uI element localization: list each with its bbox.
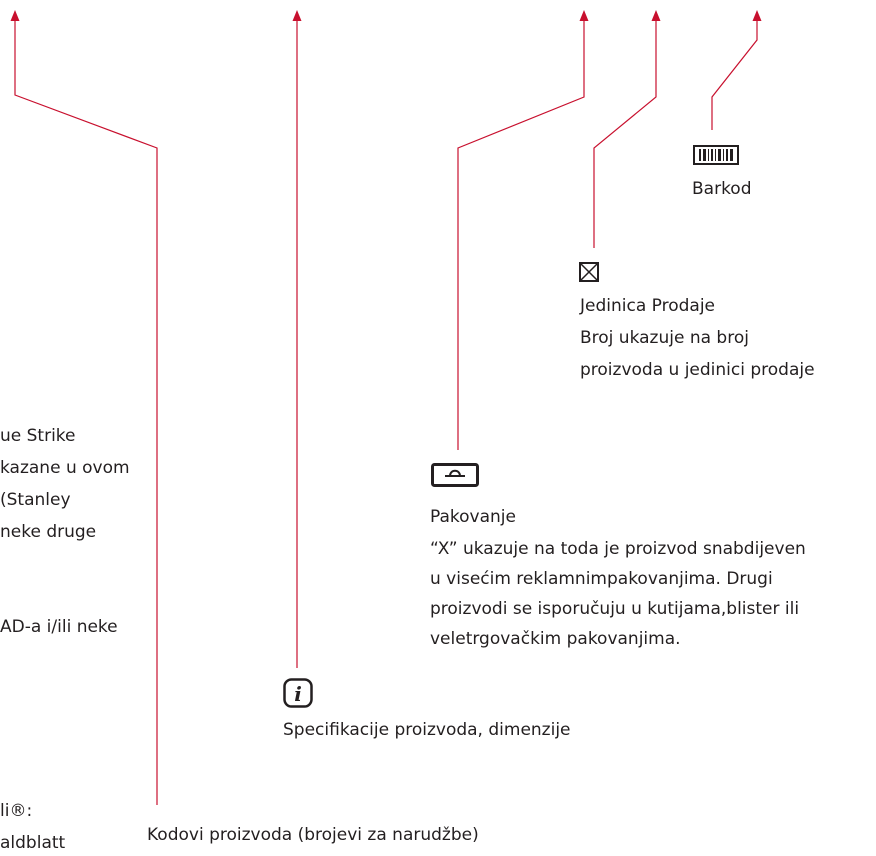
left-fragment-5: AD-a i/ili neke <box>0 617 118 637</box>
packaging-line-2: u visećim reklamnimpakovanjima. Drugi <box>430 569 773 589</box>
boxed-x-icon <box>579 262 599 282</box>
arrowhead-packaging <box>579 10 589 21</box>
packaging-line-1: “X” ukazuje na toda je proizvod snabdije… <box>430 539 806 559</box>
packaging-line-4: veletrgovačkim pakovanjima. <box>430 629 681 649</box>
codes-label: Kodovi proizvoda (brojevi za narudžbe) <box>147 825 479 845</box>
left-fragment-7: aldblatt <box>0 833 66 853</box>
info-icon: i <box>283 678 313 708</box>
specs-label: Specifikacije proizvoda, dimenzije <box>283 720 571 740</box>
leader-line-sales-unit <box>593 18 657 248</box>
arrowhead-sales-unit <box>651 10 661 21</box>
left-fragment-4: neke druge <box>0 522 97 542</box>
left-fragment-6: li®: <box>0 801 33 821</box>
barcode-label: Barkod <box>692 179 752 199</box>
leader-line-packaging <box>457 18 585 450</box>
barcode-icon <box>693 145 739 165</box>
sales-unit-title: Jedinica Prodaje <box>580 296 716 316</box>
svg-text:i: i <box>294 682 302 706</box>
hanging-pack-icon <box>431 463 479 487</box>
left-fragment-3: (Stanley <box>0 490 71 510</box>
leader-line-codes <box>14 18 158 805</box>
left-fragment-2: kazane u ovom <box>0 458 130 478</box>
sales-unit-line-2: proizvoda u jedinici prodaje <box>580 360 815 380</box>
arrowhead-barcode <box>752 10 762 21</box>
sales-unit-line-1: Broj ukazuje na broj <box>580 328 749 348</box>
arrowhead-specs <box>292 10 302 21</box>
leader-line-barcode <box>711 18 758 130</box>
arrowhead-codes <box>10 10 20 21</box>
left-fragment-1: ue Strike <box>0 426 76 446</box>
packaging-line-3: proizvodi se isporučuju u kutijama,blist… <box>430 599 800 619</box>
packaging-title: Pakovanje <box>430 507 516 527</box>
